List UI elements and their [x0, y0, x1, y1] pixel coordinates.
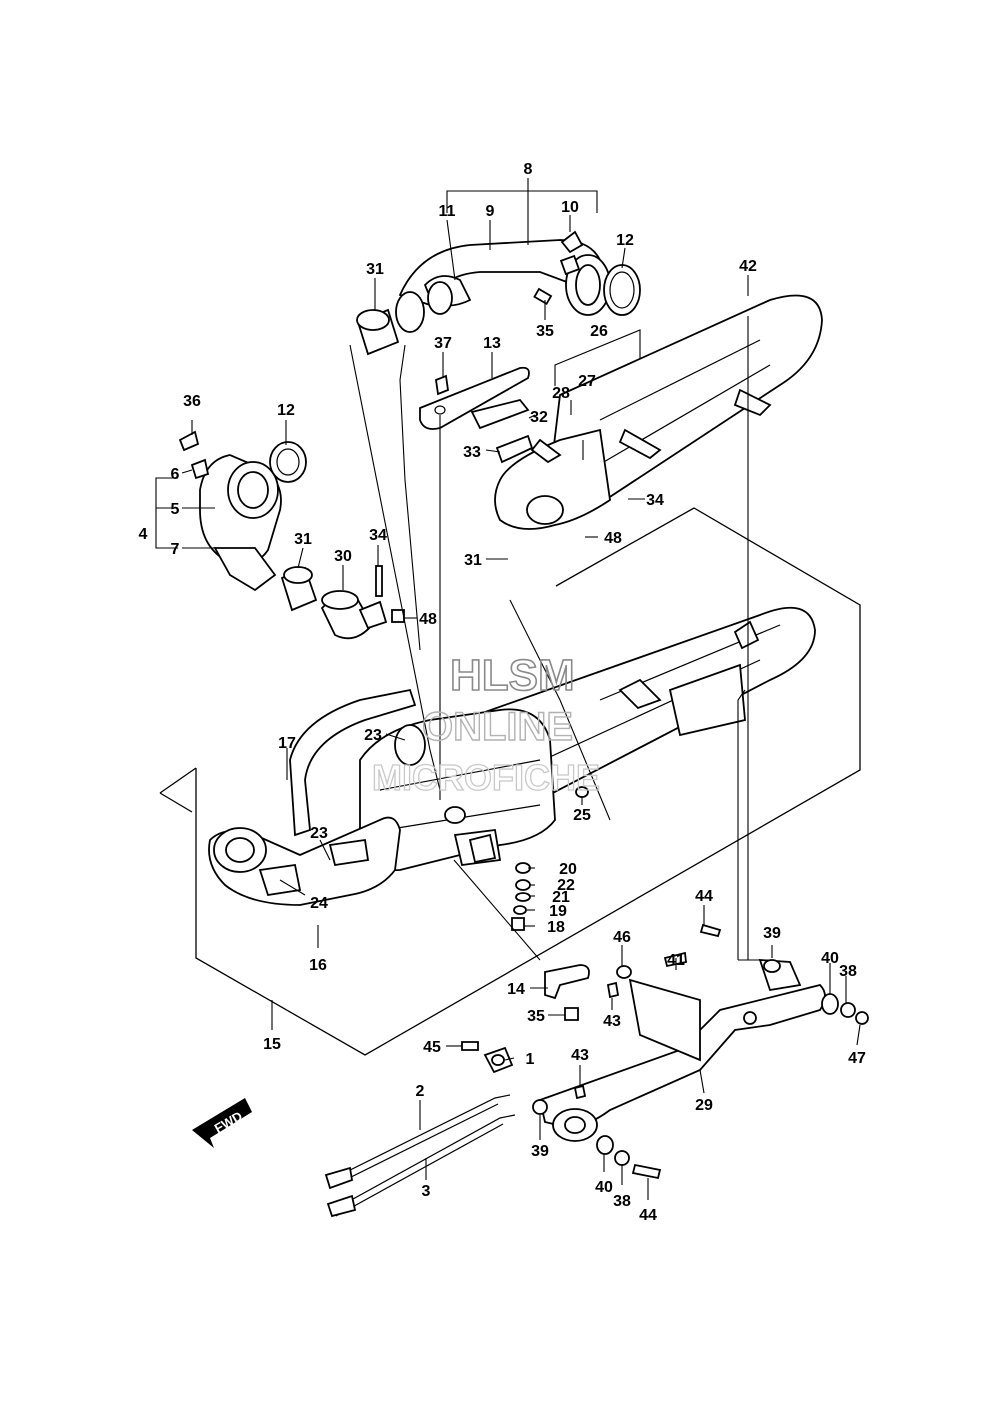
callout-40-right: 40 [821, 950, 839, 967]
callout-23-upper: 23 [364, 727, 382, 744]
callout-5: 5 [171, 501, 180, 518]
callout-1: 1 [526, 1051, 535, 1068]
leader-lines [181, 191, 861, 1200]
sensor-bracket-14 [461, 964, 590, 1074]
control-cables-2-3 [324, 1094, 516, 1218]
heat-shield-13 [419, 366, 534, 464]
callout-43-lower: 43 [571, 1047, 589, 1064]
callout-14: 14 [507, 981, 525, 998]
callout-31-left: 31 [294, 531, 312, 548]
callout-24: 24 [310, 895, 328, 912]
joint-pipe-27 [494, 428, 611, 530]
assembly-box-15 [159, 507, 861, 1056]
callout-18: 18 [547, 919, 565, 936]
callout-48-left: 48 [419, 611, 437, 628]
watermark-line-3: MICROFICHE [372, 757, 600, 798]
catalyst-body [359, 708, 556, 871]
callout-3: 3 [422, 1183, 431, 1200]
callout-25: 25 [573, 807, 591, 824]
callout-42: 42 [739, 258, 757, 275]
callout-9: 9 [486, 203, 495, 220]
callout-17: 17 [278, 735, 296, 752]
callout-41: 41 [667, 952, 685, 969]
callout-39-left: 39 [531, 1143, 549, 1160]
callout-40-lower: 40 [595, 1179, 613, 1196]
callout-34-left: 34 [369, 527, 387, 544]
callout-12-left: 12 [277, 402, 295, 419]
callout-32: 32 [530, 409, 548, 426]
callout-35-top: 35 [536, 323, 554, 340]
callout-12-top: 12 [616, 232, 634, 249]
callout-8: 8 [524, 161, 533, 178]
muffler-bracket-29 [532, 923, 869, 1180]
callout-28: 28 [552, 385, 570, 402]
callout-36: 36 [183, 393, 201, 410]
callout-39-right: 39 [763, 925, 781, 942]
callout-26: 26 [590, 323, 608, 340]
callout-23-lower: 23 [310, 825, 328, 842]
callout-33: 33 [463, 444, 481, 461]
callout-7: 7 [171, 541, 180, 558]
watermark: HLSM ONLINE MICROFICHE [371, 650, 600, 798]
callout-2: 2 [416, 1083, 425, 1100]
watermark-line-1: HLSM [450, 651, 575, 700]
callout-31-mid: 31 [464, 552, 482, 569]
rear-exhaust-pipe-4 [178, 430, 307, 592]
callout-45: 45 [423, 1039, 441, 1056]
callout-27: 27 [578, 373, 596, 390]
callout-38-lower: 38 [613, 1193, 631, 1210]
callout-13: 13 [483, 335, 501, 352]
callout-38-right: 38 [839, 963, 857, 980]
front-pipe-16-17 [208, 688, 497, 906]
callout-11: 11 [439, 203, 456, 220]
callout-44-upper: 44 [695, 888, 713, 905]
callout-21: 21 [552, 889, 570, 906]
watermark-line-2: ONLINE [422, 705, 573, 749]
callout-6: 6 [171, 466, 180, 483]
gaskets-31-30-left [280, 565, 405, 640]
callout-22: 22 [557, 877, 575, 894]
callout-46: 46 [613, 929, 631, 946]
callout-43-upper: 43 [603, 1013, 621, 1030]
callout-35-lower: 35 [527, 1008, 545, 1025]
callout-10: 10 [561, 199, 579, 216]
gasket-31-top [356, 308, 400, 356]
callout-4: 4 [139, 526, 148, 543]
callout-19: 19 [549, 903, 567, 920]
callout-15: 15 [263, 1036, 281, 1053]
callout-20: 20 [559, 861, 577, 878]
assembly-box-8-bracket [446, 178, 598, 213]
hardware-18-22 [511, 786, 589, 931]
forward-arrow-icon: FWD [192, 1098, 252, 1148]
assembly-box-4-bracket [155, 477, 178, 549]
callout-48-right: 48 [604, 530, 622, 547]
callout-16: 16 [309, 957, 327, 974]
front-exhaust-pipe-8 [395, 230, 641, 333]
callout-44-lower: 44 [639, 1207, 657, 1224]
callout-labels: 8 11 9 10 12 31 42 35 26 37 13 27 28 36 … [139, 161, 866, 1224]
callout-31-top: 31 [366, 261, 384, 278]
callout-34-right: 34 [646, 492, 664, 509]
callout-47: 47 [848, 1050, 866, 1067]
callout-29: 29 [695, 1097, 713, 1114]
callout-37: 37 [434, 335, 452, 352]
callout-30: 30 [334, 548, 352, 565]
